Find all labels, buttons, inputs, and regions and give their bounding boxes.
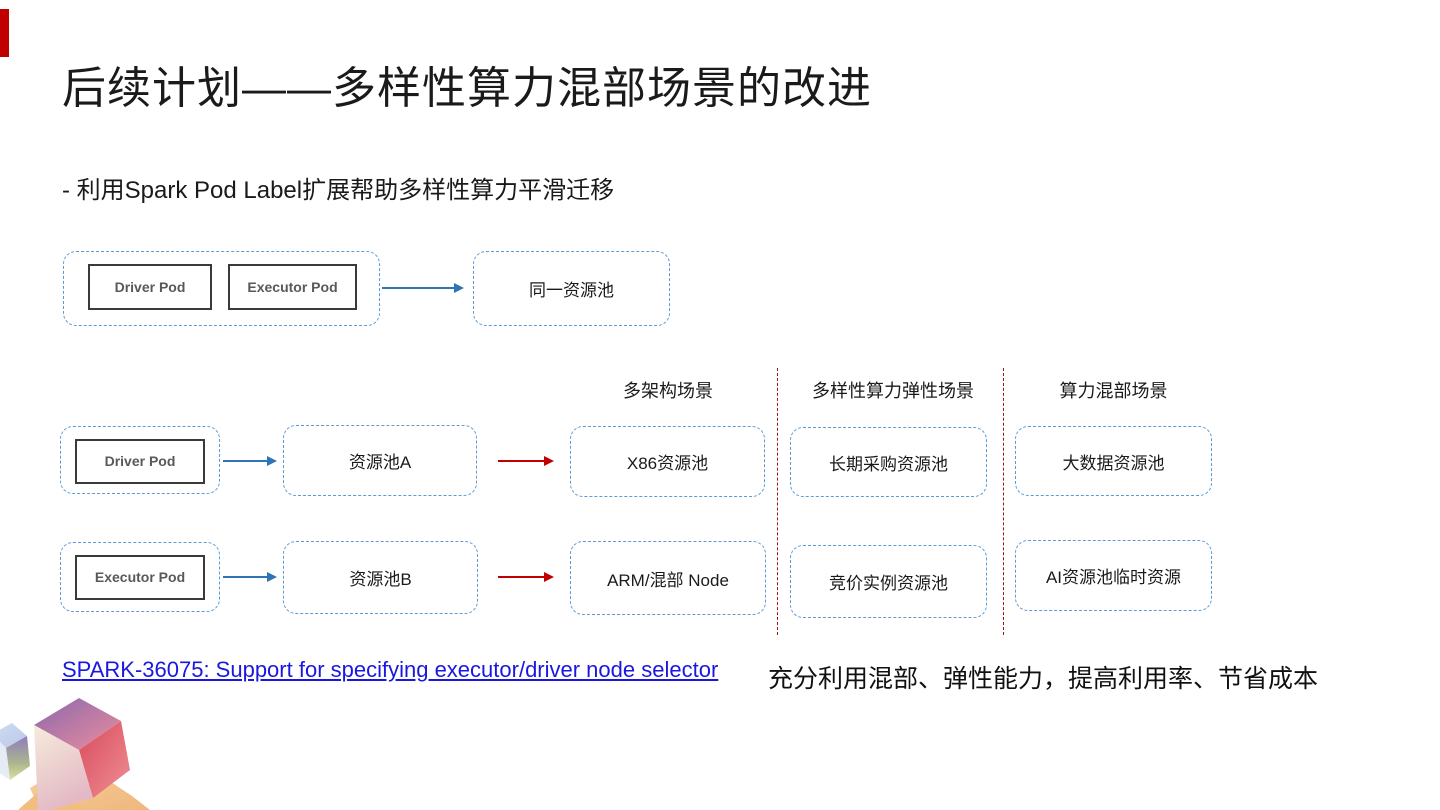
page-title: 后续计划——多样性算力混部场景的改进 <box>62 64 872 113</box>
blue-arrow-icon <box>382 282 464 293</box>
row2-driver-pod-box: Driver Pod <box>75 439 205 484</box>
row2-longterm-pool-box: 长期采购资源池 <box>790 427 987 497</box>
divider-right <box>1003 368 1004 635</box>
blue-arrow-icon <box>223 455 277 466</box>
column-header-colocation: 算力混部场景 <box>1059 381 1168 401</box>
spark-jira-link[interactable]: SPARK-36075: Support for specifying exec… <box>62 657 719 682</box>
conclusion-text: 充分利用混部、弹性能力，提高利用率、节省成本 <box>768 665 1319 693</box>
row3-executor-pod-box: Executor Pod <box>75 555 205 600</box>
row2-pool-a-box: 资源池A <box>283 425 477 496</box>
row3-pool-b-box: 资源池B <box>283 541 478 614</box>
row1-target-pool-box: 同一资源池 <box>473 251 670 326</box>
row2-x86-pool-box: X86资源池 <box>570 426 765 497</box>
row3-arm-node-box: ARM/混部 Node <box>570 541 766 615</box>
column-header-multi-arch: 多架构场景 <box>623 381 713 401</box>
subtitle-bullet: - 利用Spark Pod Label扩展帮助多样性算力平滑迁移 <box>62 177 615 204</box>
row1-executor-pod-box: Executor Pod <box>228 264 357 310</box>
cubes-logo-icon <box>0 698 150 810</box>
divider-left <box>777 368 778 635</box>
row2-bigdata-pool-box: 大数据资源池 <box>1015 426 1212 496</box>
row1-driver-pod-box: Driver Pod <box>88 264 212 310</box>
row3-spot-pool-box: 竞价实例资源池 <box>790 545 987 618</box>
row3-ai-pool-box: AI资源池临时资源 <box>1015 540 1212 611</box>
red-arrow-icon <box>498 455 554 466</box>
red-arrow-icon <box>498 571 554 582</box>
accent-red-bar <box>0 9 9 57</box>
column-header-elastic: 多样性算力弹性场景 <box>812 381 974 401</box>
blue-arrow-icon <box>223 571 277 582</box>
